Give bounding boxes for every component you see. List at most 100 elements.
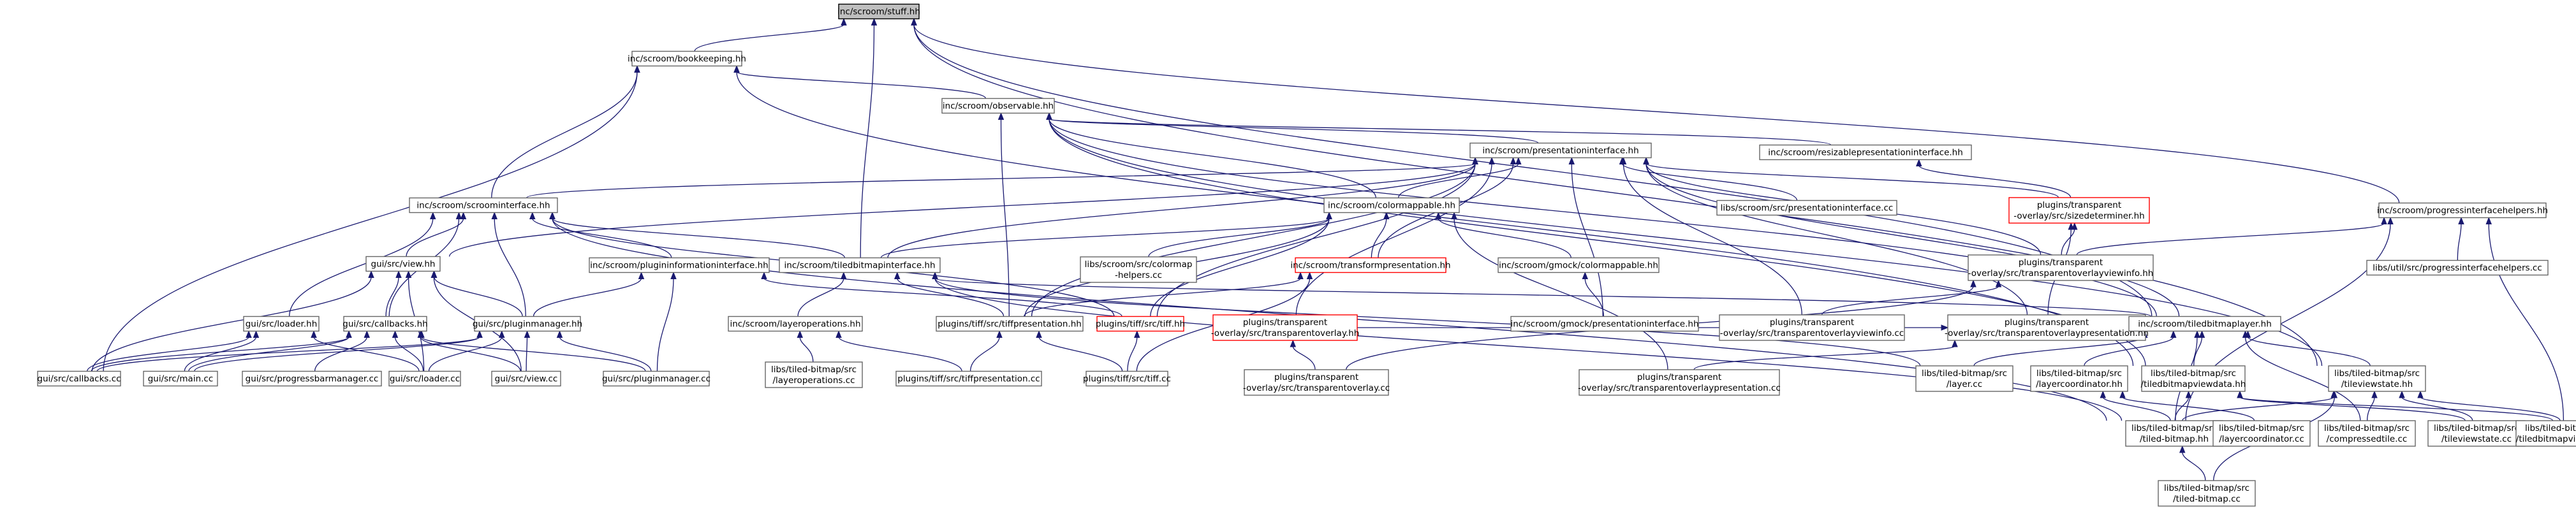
edge-arrowhead [2068, 222, 2074, 230]
node-tiffpresentation_hh[interactable]: plugins/tiff/src/tiffpresentation.hh [936, 316, 1084, 332]
node-box [243, 316, 320, 332]
node-compressedtile_cc[interactable]: libs/tiled-bitmap/src/compressedtile.cc [2318, 420, 2416, 447]
edge-observable-to-bookkeeping [736, 71, 987, 99]
node-box [491, 370, 561, 387]
node-overlayviewinfo[interactable]: plugins/transparent-overlay/src/transpar… [1968, 254, 2154, 281]
node-label: plugins/transparent [2037, 200, 2121, 210]
node-tiledbitmapviewdata_cc[interactable]: libs/tiled-bitmap/src/tiledbitmapviewdat… [2515, 420, 2576, 447]
edge-gmock_presentationinterface-to-presentationinterface [1571, 163, 1603, 317]
node-overlaypresentation_cc[interactable]: plugins/transparent-overlay/src/transpar… [1578, 369, 1781, 396]
edge-layercoordinator_hh-to-tiledbitmaplayer_hh [2084, 337, 2174, 366]
node-label: inc/scroom/bookkeeping.hh [628, 54, 746, 64]
node-scroominterface[interactable]: inc/scroom/scroominterface.hh [409, 197, 558, 214]
node-progressinterfacehelpers[interactable]: inc/scroom/progressinterfacehelpers.hh [2377, 202, 2548, 219]
node-progressbarmanager_cc[interactable]: gui/src/progressbarmanager.cc [242, 370, 382, 387]
node-box [1759, 144, 1972, 161]
node-tiledbitmapviewdata_hh[interactable]: libs/tiled-bitmap/src/tiledbitmapviewdat… [2141, 365, 2246, 392]
node-box [1915, 365, 2013, 392]
node-layer_cc[interactable]: libs/tiled-bitmap/src/layer.cc [1915, 365, 2013, 392]
node-gmock_presentationinterface[interactable]: inc/scroom/gmock/presentationinterface.h… [1510, 316, 1699, 332]
edge-loader_cc-to-pluginmanager_hh [428, 337, 503, 372]
edge-arrowhead [405, 270, 412, 278]
node-tileviewstate_hh[interactable]: libs/tiled-bitmap/src/tileviewstate.hh [2328, 365, 2426, 392]
edge-arrowhead [1306, 272, 1313, 279]
node-bookkeeping[interactable]: inc/scroom/bookkeeping.hh [628, 50, 746, 67]
edge-pluginmanager_cc-to-pluginmanager_hh [559, 337, 652, 372]
node-pluginmanager_hh[interactable]: gui/src/pluginmanager.hh [473, 316, 582, 332]
node-box [631, 50, 742, 67]
edge-tiledbitmapviewdata_hh-to-tiledbitmaplayer_hh [2193, 337, 2203, 366]
edge-arrowhead [1620, 157, 1627, 164]
edge-tileviewstate_cc-to-tiledbitmapviewdata_hh [2239, 396, 2466, 421]
node-label: libs/tiled-bitmap/src [2334, 368, 2420, 379]
node-view_cc[interactable]: gui/src/view.cc [491, 370, 561, 387]
edge-arrowhead [997, 112, 1005, 120]
edge-tiffpresentation_cc-to-layeroperations_hh [838, 337, 962, 372]
node-transparentoverlay_cc[interactable]: plugins/transparent-overlay/src/transpar… [1243, 369, 1390, 396]
node-label: inc/scroom/tiledbitmaplayer.hh [2138, 319, 2272, 330]
node-tiledbitmap_hh[interactable]: libs/tiled-bitmap/src/tiled-bitmap.hh [2125, 420, 2223, 447]
node-stuff[interactable]: inc/scroom/stuff.hh [837, 3, 920, 20]
node-main_cc[interactable]: gui/src/main.cc [143, 370, 218, 387]
edge-arrowhead [1046, 112, 1052, 120]
node-presentationinterface_cc[interactable]: libs/scroom/src/presentationinterface.cc [1716, 200, 1897, 216]
node-layercoordinator_hh[interactable]: libs/tiled-bitmap/src/layercoordinator.h… [2030, 365, 2128, 392]
node-plugininformation[interactable]: inc/scroom/plugininformationinterface.hh [589, 257, 770, 273]
node-label: inc/scroom/scroominterface.hh [416, 201, 550, 211]
edge-scroominterface-to-presentationinterface [526, 163, 1476, 199]
node-gmock_colormappable[interactable]: inc/scroom/gmock/colormappable.hh [1498, 257, 1660, 273]
node-overlayviewinfo_cc[interactable]: plugins/transparent-overlay/src/transpar… [1719, 314, 1905, 341]
edge-arrowhead [761, 272, 767, 279]
edge-transformpresentation-to-colormappable [1371, 218, 1387, 258]
edge-scroominterface-to-bookkeeping [491, 71, 638, 198]
node-tileviewstate_cc[interactable]: libs/tiled-bitmap/src/tileviewstate.cc [2427, 420, 2526, 447]
node-pluginmanager_cc[interactable]: gui/src/pluginmanager.cc [602, 370, 710, 387]
node-observable[interactable]: inc/scroom/observable.hh [941, 98, 1055, 114]
edge-gmock_presentationinterface-to-gmock_colormappable [1584, 278, 1605, 317]
node-progressinterfacehelpers_cc[interactable]: libs/util/src/progressinterfacehelpers.c… [2366, 259, 2549, 276]
node-loader_hh[interactable]: gui/src/loader.hh [243, 316, 320, 332]
edge-arrowhead [1472, 157, 1478, 164]
node-layercoordinator_cc[interactable]: libs/tiled-bitmap/src/layercoordinator.c… [2212, 420, 2311, 447]
node-label: plugins/transparent [1274, 372, 1358, 382]
edge-arrowhead [392, 330, 399, 338]
node-layeroperations_hh[interactable]: inc/scroom/layeroperations.hh [728, 316, 863, 332]
edge-arrowhead [246, 330, 252, 338]
node-overlaypresentation_hh[interactable]: plugins/transparent-overlay/src/transpar… [1945, 314, 2149, 341]
node-colormaphelpers_cc[interactable]: libs/scroom/src/colormap-helpers.cc [1080, 256, 1197, 283]
edge-tiffpresentation_hh-to-transformpresentation [1023, 277, 1301, 317]
edge-callbacks_cc-to-callbacks_hh [91, 336, 350, 372]
node-transparentoverlay_hh[interactable]: plugins/transparent-overlay/src/transpar… [1211, 314, 1360, 341]
edge-arrowhead [835, 330, 842, 338]
node-label: inc/scroom/gmock/colormappable.hh [1499, 261, 1658, 271]
node-sizedeterminer[interactable]: plugins/transparent-overlay/src/sizedete… [2008, 197, 2150, 224]
node-box [2212, 420, 2311, 447]
edge-tiff_hh-to-plugininformation [763, 277, 1122, 317]
edge-arrowhead [1451, 212, 1457, 219]
node-colormappable[interactable]: inc/scroom/colormappable.hh [1323, 197, 1460, 214]
edge-arrowhead [2458, 217, 2464, 224]
node-tiff_cc[interactable]: plugins/tiff/src/tiff.cc [1083, 370, 1171, 387]
node-tiledbitmapinterface[interactable]: inc/scroom/tiledbitmapinterface.hh [779, 257, 941, 273]
node-resizable[interactable]: inc/scroom/resizablepresentationinterfac… [1759, 144, 1972, 161]
node-tiledbitmaplayer_hh[interactable]: inc/scroom/tiledbitmaplayer.hh [2128, 316, 2281, 332]
node-box [2125, 420, 2223, 447]
node-tiffpresentation_cc[interactable]: plugins/tiff/src/tiffpresentation.cc [895, 370, 1042, 387]
node-tiff_hh[interactable]: plugins/tiff/src/tiff.hh [1096, 316, 1185, 332]
node-loader_cc[interactable]: gui/src/loader.cc [388, 370, 461, 387]
edge-tiff_cc-to-tiff_hh [1127, 337, 1138, 372]
node-layeroperations_cc[interactable]: libs/tiled-bitmap/src/layeroperations.cc [765, 361, 863, 388]
edge-arrowhead [841, 18, 847, 25]
node-view_hh[interactable]: gui/src/view.hh [365, 256, 441, 272]
node-tiledbitmap_cc[interactable]: libs/tiled-bitmap/src/tiled-bitmap.cc [2158, 480, 2256, 507]
edge-arrowhead [418, 330, 425, 338]
node-callbacks_hh[interactable]: gui/src/callbacks.hh [342, 316, 428, 332]
node-label: gui/src/view.hh [371, 259, 436, 270]
edge-callbacks_cc-to-view_hh [91, 277, 372, 372]
node-transformpresentation[interactable]: inc/scroom/transformpresentation.hh [1290, 257, 1451, 273]
node-presentationinterface[interactable]: inc/scroom/presentationinterface.hh [1469, 142, 1652, 159]
node-callbacks_cc[interactable]: gui/src/callbacks.cc [37, 370, 121, 387]
node-label: gui/src/loader.cc [390, 374, 460, 384]
edge-colormaphelpers_cc-to-colormappable [1148, 218, 1330, 258]
node-box [2366, 259, 2549, 276]
